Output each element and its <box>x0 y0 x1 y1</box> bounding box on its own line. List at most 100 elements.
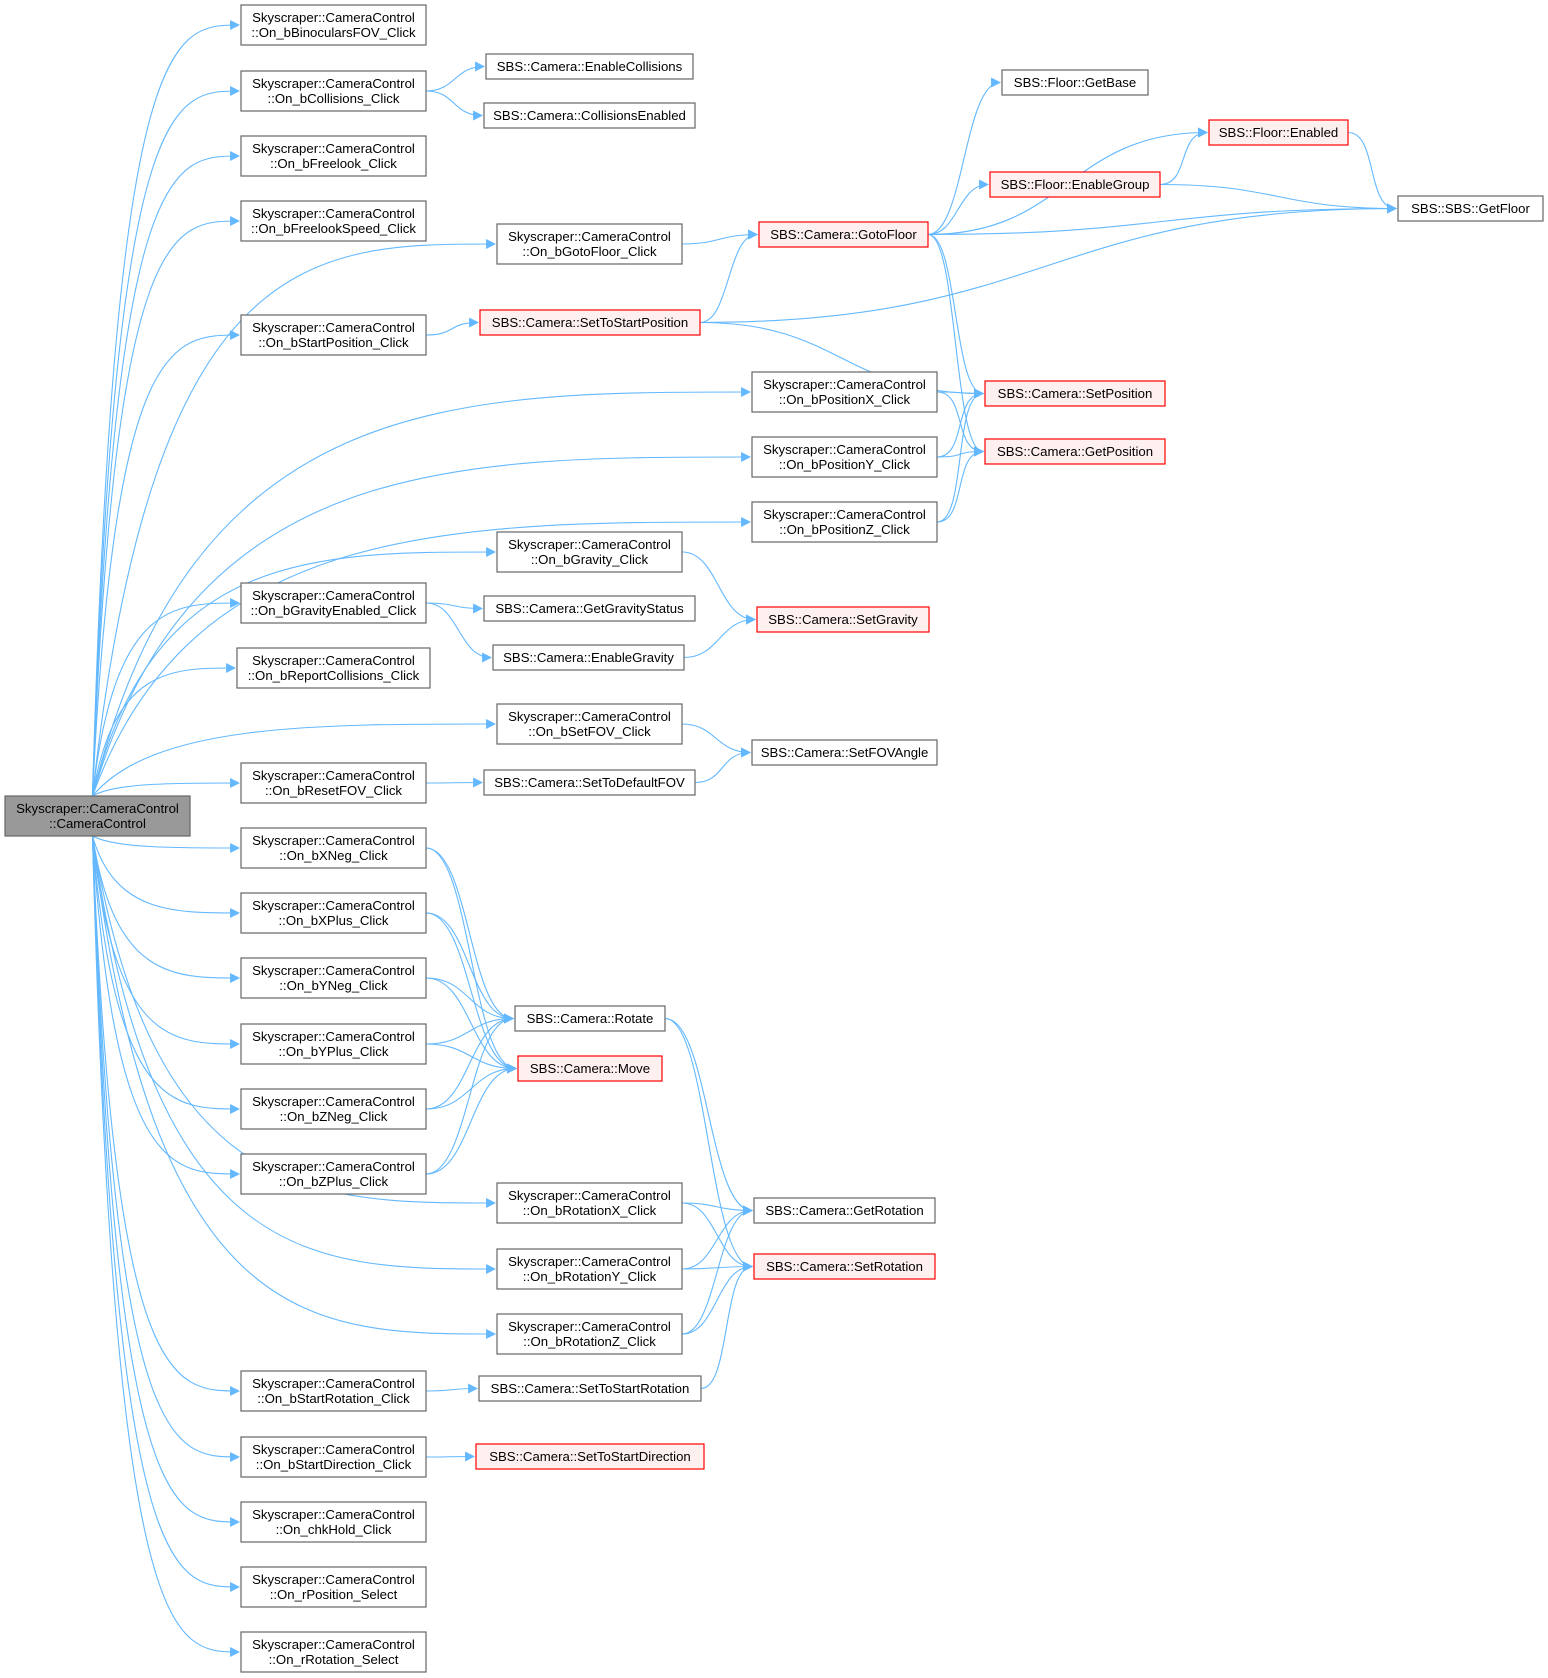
edge-m14-to-p7 <box>681 1205 753 1335</box>
node-layer: Skyscraper::CameraControl::CameraControl… <box>4 4 1544 1673</box>
graph-node-p5[interactable]: SBS::Camera::SetGravity <box>756 606 930 633</box>
node-box <box>492 644 685 671</box>
node-box <box>240 762 427 804</box>
node-label-line: SBS::SBS::GetFloor <box>1411 201 1530 216</box>
graph-node-n13[interactable]: Skyscraper::CameraControl::On_bZNeg_Clic… <box>240 1088 427 1130</box>
graph-node-q1[interactable]: SBS::Floor::GetBase <box>1001 69 1149 96</box>
graph-node-n17[interactable]: Skyscraper::CameraControl::On_chkHold_Cl… <box>240 1501 427 1543</box>
node-label-line: Skyscraper::CameraControl <box>252 10 415 25</box>
graph-node-n15[interactable]: Skyscraper::CameraControl::On_bStartRota… <box>240 1370 427 1412</box>
graph-node-m1[interactable]: SBS::Camera::EnableCollisions <box>485 53 694 80</box>
graph-node-n19[interactable]: Skyscraper::CameraControl::On_rRotation_… <box>240 1631 427 1673</box>
node-box <box>240 957 427 999</box>
node-box <box>751 436 938 478</box>
edge-root-to-n5 <box>91 330 240 797</box>
edge-p1-to-q1 <box>927 77 1001 236</box>
graph-node-m2[interactable]: SBS::Camera::CollisionsEnabled <box>483 102 696 129</box>
node-label-line: ::On_rRotation_Select <box>269 1652 399 1667</box>
graph-node-r1[interactable]: SBS::Floor::Enabled <box>1208 119 1349 146</box>
graph-node-p6[interactable]: SBS::Camera::SetFOVAngle <box>751 739 938 766</box>
node-box <box>514 1005 666 1032</box>
graph-node-n4[interactable]: Skyscraper::CameraControl::On_bFreelookS… <box>240 200 427 242</box>
graph-node-q2[interactable]: SBS::Floor::EnableGroup <box>989 171 1161 198</box>
edge-m10-to-p7 <box>664 1017 753 1216</box>
node-box <box>478 1375 702 1402</box>
node-box <box>753 1197 936 1224</box>
edge-root-to-n16 <box>91 835 240 1462</box>
node-box <box>1208 119 1349 146</box>
graph-node-n6[interactable]: Skyscraper::CameraControl::On_bGravityEn… <box>240 582 427 624</box>
node-box <box>989 171 1161 198</box>
graph-node-m6[interactable]: SBS::Camera::GetGravityStatus <box>483 595 696 622</box>
graph-node-p4[interactable]: Skyscraper::CameraControl::On_bPositionZ… <box>751 501 938 543</box>
graph-node-m5[interactable]: Skyscraper::CameraControl::On_bGravity_C… <box>496 531 683 573</box>
node-box <box>4 795 191 837</box>
node-label-line: SBS::Camera::Move <box>530 1061 650 1076</box>
node-box <box>496 1248 683 1290</box>
edge-root-to-p4 <box>91 517 751 797</box>
edge-q2-to-r1 <box>1159 127 1208 186</box>
graph-node-q4[interactable]: SBS::Camera::GetPosition <box>984 438 1166 465</box>
node-label-line: ::On_bRotationY_Click <box>523 1269 657 1284</box>
graph-node-m15[interactable]: SBS::Camera::SetToStartRotation <box>478 1375 702 1402</box>
node-label-line: SBS::Camera::SetGravity <box>768 612 918 627</box>
graph-node-n16[interactable]: Skyscraper::CameraControl::On_bStartDire… <box>240 1436 427 1478</box>
graph-node-p2[interactable]: Skyscraper::CameraControl::On_bPositionX… <box>751 371 938 413</box>
graph-node-n3[interactable]: Skyscraper::CameraControl::On_bFreelook_… <box>240 135 427 177</box>
graph-node-n7[interactable]: Skyscraper::CameraControl::On_bReportCol… <box>236 647 431 689</box>
graph-node-q3[interactable]: SBS::Camera::SetPosition <box>984 380 1166 407</box>
edge-p4-to-q4 <box>936 446 984 523</box>
node-label-line: SBS::Camera::GetRotation <box>765 1203 923 1218</box>
edge-m5-to-p5 <box>681 551 756 625</box>
node-label-line: Skyscraper::CameraControl <box>252 320 415 335</box>
edge-root-to-n9 <box>92 835 240 853</box>
graph-node-m11[interactable]: SBS::Camera::Move <box>517 1055 663 1082</box>
graph-node-n9[interactable]: Skyscraper::CameraControl::On_bXNeg_Clic… <box>240 827 427 869</box>
edge-root-to-n7 <box>91 663 236 797</box>
graph-node-m14[interactable]: Skyscraper::CameraControl::On_bRotationZ… <box>496 1313 683 1355</box>
graph-node-m9[interactable]: SBS::Camera::SetToDefaultFOV <box>483 769 696 796</box>
graph-node-m7[interactable]: SBS::Camera::EnableGravity <box>492 644 685 671</box>
node-label-line: SBS::Camera::SetRotation <box>766 1259 923 1274</box>
graph-node-root[interactable]: Skyscraper::CameraControl::CameraControl <box>4 795 191 837</box>
edge-p1-to-q3 <box>927 233 984 399</box>
edge-root-to-n1 <box>91 20 240 797</box>
graph-node-m3[interactable]: Skyscraper::CameraControl::On_bGotoFloor… <box>496 223 683 265</box>
node-label-line: SBS::Camera::CollisionsEnabled <box>493 108 686 123</box>
graph-node-p7[interactable]: SBS::Camera::GetRotation <box>753 1197 936 1224</box>
graph-node-n18[interactable]: Skyscraper::CameraControl::On_rPosition_… <box>240 1566 427 1608</box>
node-box <box>240 70 427 112</box>
graph-node-m13[interactable]: Skyscraper::CameraControl::On_bRotationY… <box>496 1248 683 1290</box>
graph-node-n8[interactable]: Skyscraper::CameraControl::On_bResetFOV_… <box>240 762 427 804</box>
graph-node-m16[interactable]: SBS::Camera::SetToStartDirection <box>475 1443 705 1470</box>
graph-node-n2[interactable]: Skyscraper::CameraControl::On_bCollision… <box>240 70 427 112</box>
node-label-line: Skyscraper::CameraControl <box>252 1442 415 1457</box>
graph-node-p8[interactable]: SBS::Camera::SetRotation <box>753 1253 936 1280</box>
node-box <box>758 221 929 248</box>
graph-node-n12[interactable]: Skyscraper::CameraControl::On_bYPlus_Cli… <box>240 1023 427 1065</box>
graph-node-n1[interactable]: Skyscraper::CameraControl::On_bBinocular… <box>240 4 427 46</box>
node-label-line: Skyscraper::CameraControl <box>763 442 926 457</box>
node-box <box>483 769 696 796</box>
graph-node-n11[interactable]: Skyscraper::CameraControl::On_bYNeg_Clic… <box>240 957 427 999</box>
edge-root-to-n3 <box>91 151 240 797</box>
graph-node-n10[interactable]: Skyscraper::CameraControl::On_bXPlus_Cli… <box>240 892 427 934</box>
graph-node-m4[interactable]: SBS::Camera::SetToStartPosition <box>479 309 701 336</box>
node-label-line: SBS::Camera::Rotate <box>527 1011 654 1026</box>
node-label-line: ::On_rPosition_Select <box>270 1587 398 1602</box>
node-label-line: ::On_chkHold_Click <box>276 1522 392 1537</box>
graph-node-r2[interactable]: SBS::SBS::GetFloor <box>1397 195 1544 222</box>
graph-node-m8[interactable]: Skyscraper::CameraControl::On_bSetFOV_Cl… <box>496 703 683 745</box>
graph-node-p1[interactable]: SBS::Camera::GotoFloor <box>758 221 929 248</box>
graph-node-m12[interactable]: Skyscraper::CameraControl::On_bRotationX… <box>496 1182 683 1224</box>
edge-root-to-n19 <box>91 835 240 1657</box>
graph-node-p3[interactable]: Skyscraper::CameraControl::On_bPositionY… <box>751 436 938 478</box>
graph-node-n5[interactable]: Skyscraper::CameraControl::On_bStartPosi… <box>240 314 427 356</box>
node-label-line: Skyscraper::CameraControl <box>252 768 415 783</box>
edge-root-to-m14 <box>91 835 496 1339</box>
graph-node-n14[interactable]: Skyscraper::CameraControl::On_bZPlus_Cli… <box>240 1153 427 1195</box>
node-box <box>240 892 427 934</box>
node-box <box>240 314 427 356</box>
graph-node-m10[interactable]: SBS::Camera::Rotate <box>514 1005 666 1032</box>
node-label-line: Skyscraper::CameraControl <box>252 141 415 156</box>
